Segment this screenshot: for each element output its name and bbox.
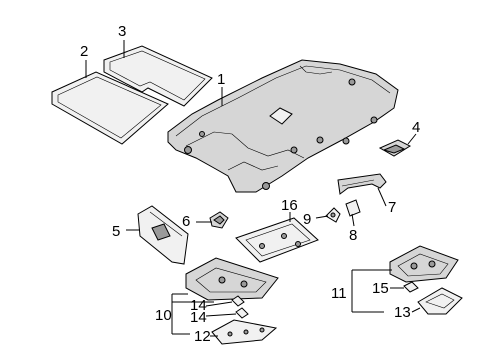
label-13: 13 bbox=[394, 304, 411, 321]
label-3: 3 bbox=[118, 23, 126, 40]
part-11-lamp bbox=[389, 245, 459, 283]
part-15-bulb bbox=[403, 281, 419, 293]
part-12-lens bbox=[211, 319, 278, 345]
label-6: 6 bbox=[182, 213, 190, 230]
label-7: 7 bbox=[388, 199, 396, 216]
part-16-bracket bbox=[235, 217, 319, 263]
part-2-panel bbox=[51, 71, 169, 145]
part-6-holder bbox=[209, 211, 229, 229]
part-13-lens bbox=[417, 287, 463, 315]
label-5: 5 bbox=[112, 223, 120, 240]
label-15: 15 bbox=[372, 280, 389, 297]
part-5-visor bbox=[137, 205, 189, 265]
label-9: 9 bbox=[303, 211, 311, 228]
label-12: 12 bbox=[194, 328, 211, 345]
label-11: 11 bbox=[331, 285, 347, 302]
part-7-grip bbox=[337, 173, 387, 195]
part-8-cap bbox=[345, 199, 361, 217]
part-1-headliner bbox=[167, 59, 399, 193]
label-1: 1 bbox=[217, 71, 225, 88]
label-2: 2 bbox=[80, 43, 88, 60]
label-8: 8 bbox=[349, 227, 357, 244]
label-10: 10 bbox=[155, 307, 172, 324]
part-3-shade bbox=[103, 45, 213, 107]
part-4-bracket bbox=[378, 139, 412, 157]
leader-lines bbox=[85, 40, 421, 337]
callouts: 3 2 1 4 7 5 6 16 9 8 10 14 14 12 11 15 1… bbox=[80, 23, 420, 345]
label-4: 4 bbox=[412, 119, 420, 136]
part-9-clip bbox=[325, 207, 341, 223]
part-10-lamp bbox=[185, 257, 279, 301]
part-14-bulb-a bbox=[231, 295, 245, 307]
label-14-b: 14 bbox=[190, 309, 207, 326]
label-14-a: 14 bbox=[190, 297, 207, 314]
part-14-bulb-b bbox=[235, 307, 249, 319]
label-16: 16 bbox=[281, 197, 298, 214]
